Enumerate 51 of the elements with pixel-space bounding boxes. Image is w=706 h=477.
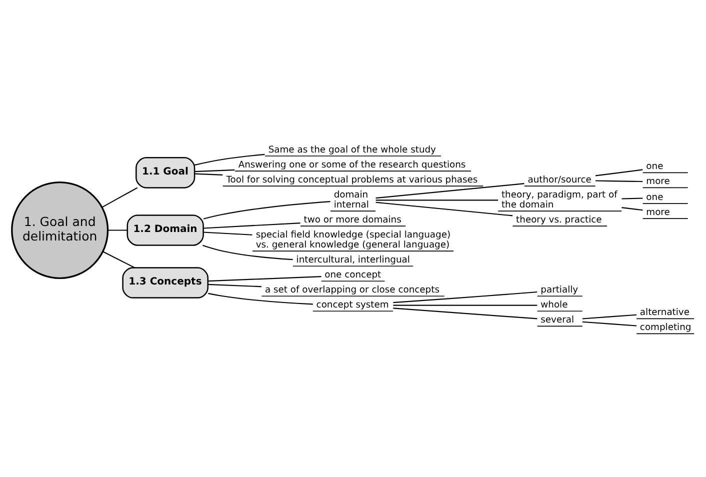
connector — [376, 201, 513, 216]
node-text: intercultural, interlingual — [296, 254, 410, 266]
connector — [194, 172, 223, 176]
node-text: more — [646, 206, 670, 218]
connector — [376, 182, 524, 198]
node-text: completing — [640, 322, 692, 333]
connector — [203, 231, 252, 235]
node-text: one concept — [324, 269, 382, 280]
node-text: two or more domains — [304, 214, 402, 226]
connector — [622, 197, 643, 199]
connector — [596, 180, 643, 182]
node-text: theory vs. practice — [516, 214, 602, 226]
connector — [393, 290, 538, 303]
connector — [622, 206, 643, 210]
connector — [582, 314, 636, 319]
node-text: author/source — [528, 174, 592, 186]
node-text: whole — [540, 299, 568, 310]
node-text: Same as the goal of the whole study — [268, 144, 436, 156]
connector — [194, 153, 265, 166]
connector — [208, 275, 322, 282]
node-box: 1.3 Concepts — [122, 266, 208, 298]
node-text: several — [540, 314, 574, 326]
connector — [393, 307, 538, 319]
node-text: partially — [540, 284, 578, 296]
node-text: one — [646, 160, 664, 172]
node-text: Tool for solving conceptual problems at various phases — [226, 174, 478, 186]
connector — [208, 292, 313, 304]
connector — [582, 320, 636, 326]
node-text: Answering one or some of the research questions — [238, 159, 466, 170]
node-text: more — [646, 176, 670, 187]
node-circle: 1. Goal and delimitation — [11, 180, 109, 279]
node-text: a set of overlapping or close concepts — [265, 284, 440, 296]
node-text: special field knowledge (special language) vs. general knowledge (general language) — [256, 229, 451, 250]
connector — [108, 229, 128, 230]
connector — [194, 168, 235, 172]
node-text: one — [646, 192, 664, 203]
node-text: domain internal — [334, 189, 369, 210]
node-text: alternative — [640, 306, 690, 318]
node-text: concept system — [316, 299, 389, 310]
connector — [393, 304, 538, 306]
connector — [376, 199, 498, 200]
connector — [203, 200, 330, 219]
connector — [102, 186, 138, 208]
node-text: theory, paradigm, part of the domain — [501, 189, 618, 210]
connector — [208, 283, 262, 287]
node-box: 1.2 Domain — [126, 214, 204, 246]
connector — [595, 168, 643, 176]
connector — [203, 222, 300, 228]
connector — [102, 250, 135, 268]
connector — [202, 244, 293, 260]
node-box: 1.1 Goal — [136, 156, 196, 188]
